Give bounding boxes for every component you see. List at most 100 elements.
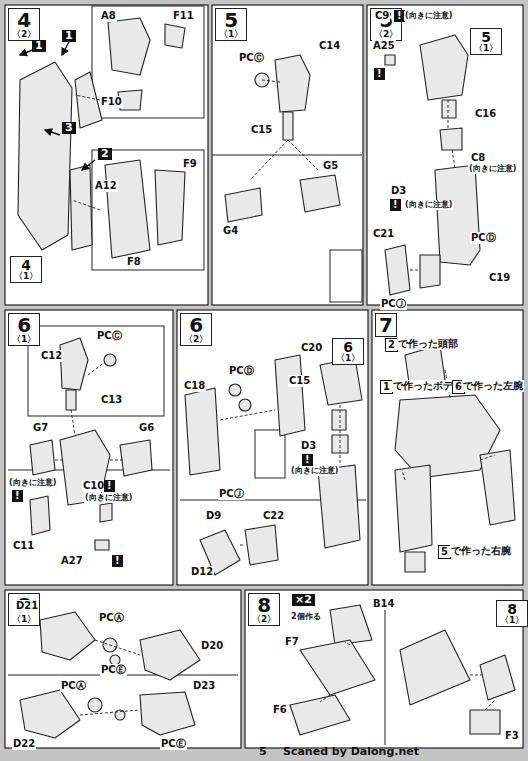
sub-step: 〈1〉 — [12, 335, 36, 344]
sub-step: 〈1〉 — [336, 354, 360, 363]
sub-step: 〈1〉 — [500, 616, 524, 625]
part-label: C11 — [12, 540, 35, 552]
step-badge: 5〈1〉 — [470, 28, 502, 55]
step-number: 8 — [500, 602, 524, 616]
part-label: D3 — [390, 185, 407, 197]
callout-number: 2 — [98, 148, 112, 160]
part-label: D9 — [205, 510, 222, 522]
step-number: 5 — [474, 30, 498, 44]
step-badge: 6〈1〉 — [8, 313, 40, 346]
step-number: 6 — [12, 315, 36, 335]
part-label: C9 — [374, 10, 390, 22]
sub-step: 〈2〉 — [184, 335, 208, 344]
part-label: D20 — [200, 640, 224, 652]
sub-step: 〈1〉 — [14, 272, 38, 281]
caution-mark: ! — [104, 480, 115, 492]
part-label: PCⒿ — [218, 488, 245, 500]
part-label: C22 — [262, 510, 285, 522]
part-label: C20 — [300, 342, 323, 354]
part-label: PCⒹ — [228, 365, 255, 377]
caution-mark: ! — [390, 199, 401, 211]
sub-step: 〈1〉 — [474, 44, 498, 53]
part-label: C8 — [470, 152, 486, 164]
part-label: Scaned by Dalong.net — [282, 746, 420, 758]
callout-number: ×2 — [292, 594, 315, 606]
sub-step: 〈1〉 — [12, 615, 36, 624]
step-number: 4 — [14, 258, 38, 272]
part-label: D22 — [12, 738, 36, 750]
caution-mark: ! — [12, 490, 23, 502]
sub-step: 〈2〉 — [252, 615, 276, 624]
part-label: C16 — [474, 108, 497, 120]
part-label: PCⒺ — [160, 738, 187, 750]
sub-step: 〈1〉 — [219, 30, 243, 39]
part-label: PCⒶ — [98, 612, 125, 624]
part-label: D21 — [15, 600, 39, 612]
step-badge: 4〈2〉 — [8, 8, 40, 41]
part-label: PCⒶ — [60, 680, 87, 692]
part-label: A27 — [60, 555, 84, 567]
part-label: F8 — [126, 256, 142, 268]
part-label: F9 — [182, 158, 198, 170]
part-label: F10 — [100, 96, 123, 108]
part-label: F7 — [284, 636, 300, 648]
step-number: 5 — [219, 10, 243, 30]
part-label: で作った右腕 — [450, 545, 512, 557]
callout-number: 1 — [32, 40, 46, 52]
step-badge: 6〈1〉 — [332, 338, 364, 365]
part-label: (向きに注意) — [404, 11, 453, 21]
part-label: PCⒸ — [96, 330, 123, 342]
caution-mark: ! — [394, 10, 405, 22]
part-label: C15 — [288, 375, 311, 387]
step-number: 7 — [379, 315, 393, 335]
part-label: (向きに注意) — [8, 478, 57, 488]
part-label: PCⒿ — [380, 298, 407, 310]
part-label: PCⒸ — [238, 52, 265, 64]
step-badge: 4〈1〉 — [10, 256, 42, 283]
part-label: B14 — [372, 598, 396, 610]
part-label: A25 — [372, 40, 396, 52]
part-label: D23 — [192, 680, 216, 692]
part-label: G4 — [222, 225, 239, 237]
step-badge: 7 — [375, 313, 397, 337]
step-number: 8 — [252, 595, 276, 615]
callout-number: 3 — [62, 122, 76, 134]
part-label: F11 — [172, 10, 195, 22]
part-label: (向きに注意) — [84, 493, 133, 503]
part-label: で作った左腕 — [462, 380, 524, 392]
part-label: C12 — [40, 350, 63, 362]
caution-mark: ! — [302, 454, 313, 466]
part-label: A8 — [100, 10, 117, 22]
part-label: C14 — [318, 40, 341, 52]
step-badge: 6〈2〉 — [180, 313, 212, 346]
part-label: 2個作る — [290, 612, 322, 622]
part-label: C13 — [100, 394, 123, 406]
part-label: F6 — [272, 704, 288, 716]
part-label: C15 — [250, 124, 273, 136]
sub-step: 〈2〉 — [374, 30, 398, 39]
part-label: C19 — [488, 272, 511, 284]
part-label: A12 — [94, 180, 118, 192]
part-label: PCⒹ — [470, 232, 497, 244]
part-label: で作った頭部 — [397, 338, 459, 350]
step-badge: 8〈2〉 — [248, 593, 280, 626]
part-label: D3 — [300, 440, 317, 452]
step-number: 6 — [336, 340, 360, 354]
part-label: D12 — [190, 566, 214, 578]
step-number: 4 — [12, 10, 36, 30]
step-number: 6 — [184, 315, 208, 335]
part-label: (向きに注意) — [290, 466, 339, 476]
part-label: 5 — [258, 746, 268, 758]
step-badge: 5〈1〉 — [215, 8, 247, 41]
caution-mark: ! — [112, 555, 123, 567]
part-label: C21 — [372, 228, 395, 240]
part-label: C10 — [82, 480, 105, 492]
part-label: G6 — [138, 422, 155, 434]
part-label: G7 — [32, 422, 49, 434]
step-badge: 8〈1〉 — [496, 600, 528, 627]
part-label: F3 — [504, 730, 520, 742]
caution-mark: ! — [374, 68, 385, 80]
callout-number: 1 — [62, 30, 76, 42]
part-label: G5 — [322, 160, 339, 172]
